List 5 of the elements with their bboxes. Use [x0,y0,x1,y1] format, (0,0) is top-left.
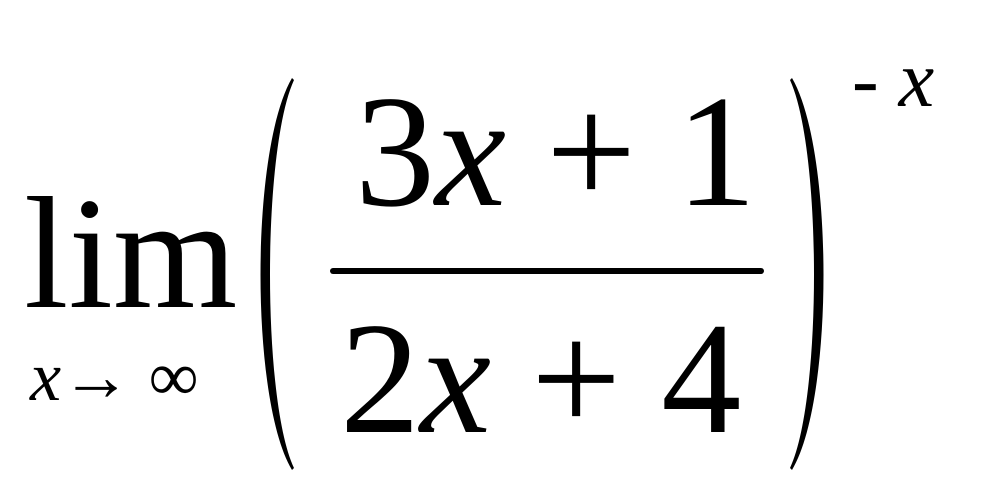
numerator: 3x + 1 [355,71,756,231]
limit-subscript: x→ ∞ [30,343,198,413]
limit-operator: lim [24,173,238,333]
denominator: 2x + 4 [340,298,742,458]
exponent: - x [852,40,934,120]
